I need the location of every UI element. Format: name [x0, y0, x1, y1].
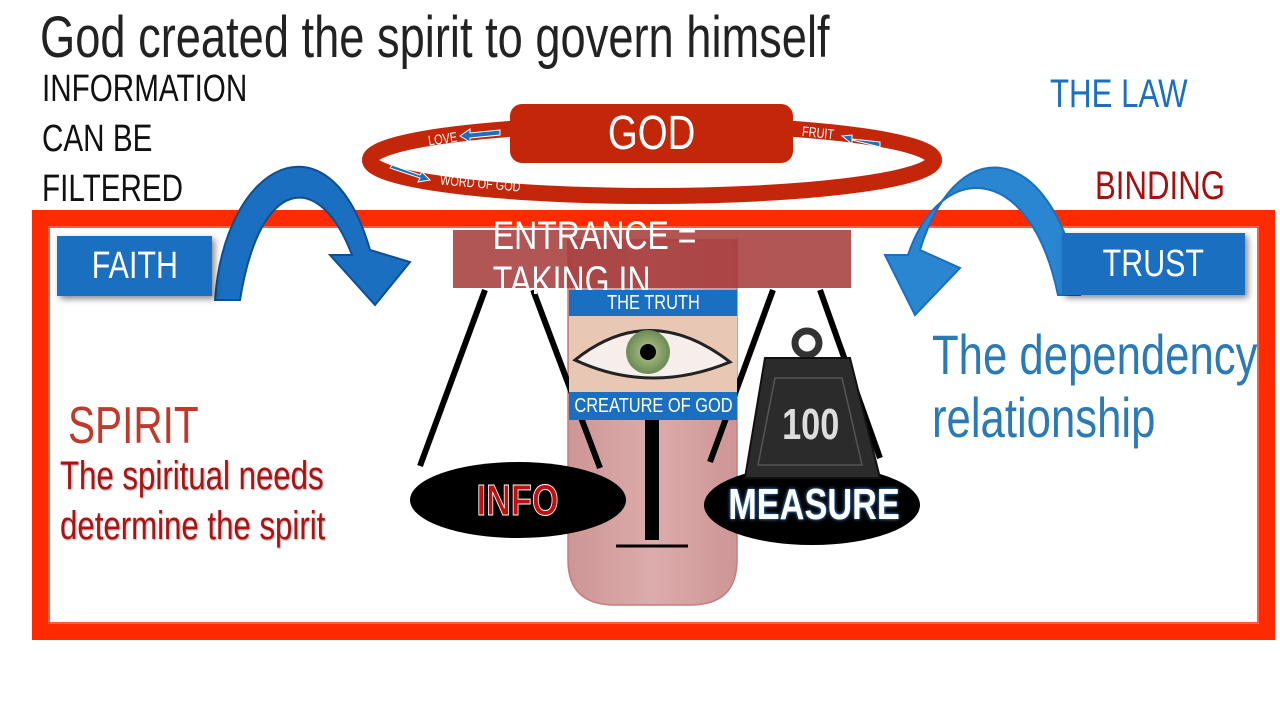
trust-arrow: [883, 166, 1082, 317]
spirit-text-line: The spiritual needs: [60, 454, 324, 498]
spirit-text-line: determine the spirit: [60, 504, 326, 548]
scale-post: [645, 420, 659, 540]
measure-label: MEASURE: [728, 480, 900, 529]
binding-label: BINDING: [1095, 164, 1226, 208]
left-note-line: INFORMATION: [42, 68, 248, 110]
dependency-text-line: The dependency: [932, 323, 1258, 386]
weight-icon: [743, 327, 882, 479]
entrance-box: ENTRANCE = TAKING IN: [453, 214, 851, 303]
left-note-line: CAN BE: [42, 118, 153, 160]
info-label: INFO: [476, 476, 560, 526]
left-note-line: FILTERED: [42, 168, 184, 210]
the-law-label: THE LAW: [1050, 72, 1188, 116]
god-box: GOD: [510, 104, 793, 163]
faith-arrow: [213, 165, 412, 307]
info-pan: [410, 462, 626, 538]
creature-of-god-bar: CREATURE OF GOD: [569, 392, 737, 420]
the-truth-bar: THE TRUTH: [569, 290, 737, 316]
spirit-heading: SPIRIT: [68, 397, 199, 455]
trust-box: TRUST: [1062, 233, 1245, 295]
faith-box: FAITH: [57, 236, 212, 296]
slide-title: God created the spirit to govern himself: [40, 5, 830, 70]
measure-pan: [704, 465, 920, 545]
dependency-text-line: relationship: [932, 386, 1156, 449]
ring-arrows: [389, 128, 881, 183]
weight-value: 100: [782, 400, 840, 449]
eye-image: [569, 316, 737, 392]
spirit-frame: [32, 210, 1275, 640]
